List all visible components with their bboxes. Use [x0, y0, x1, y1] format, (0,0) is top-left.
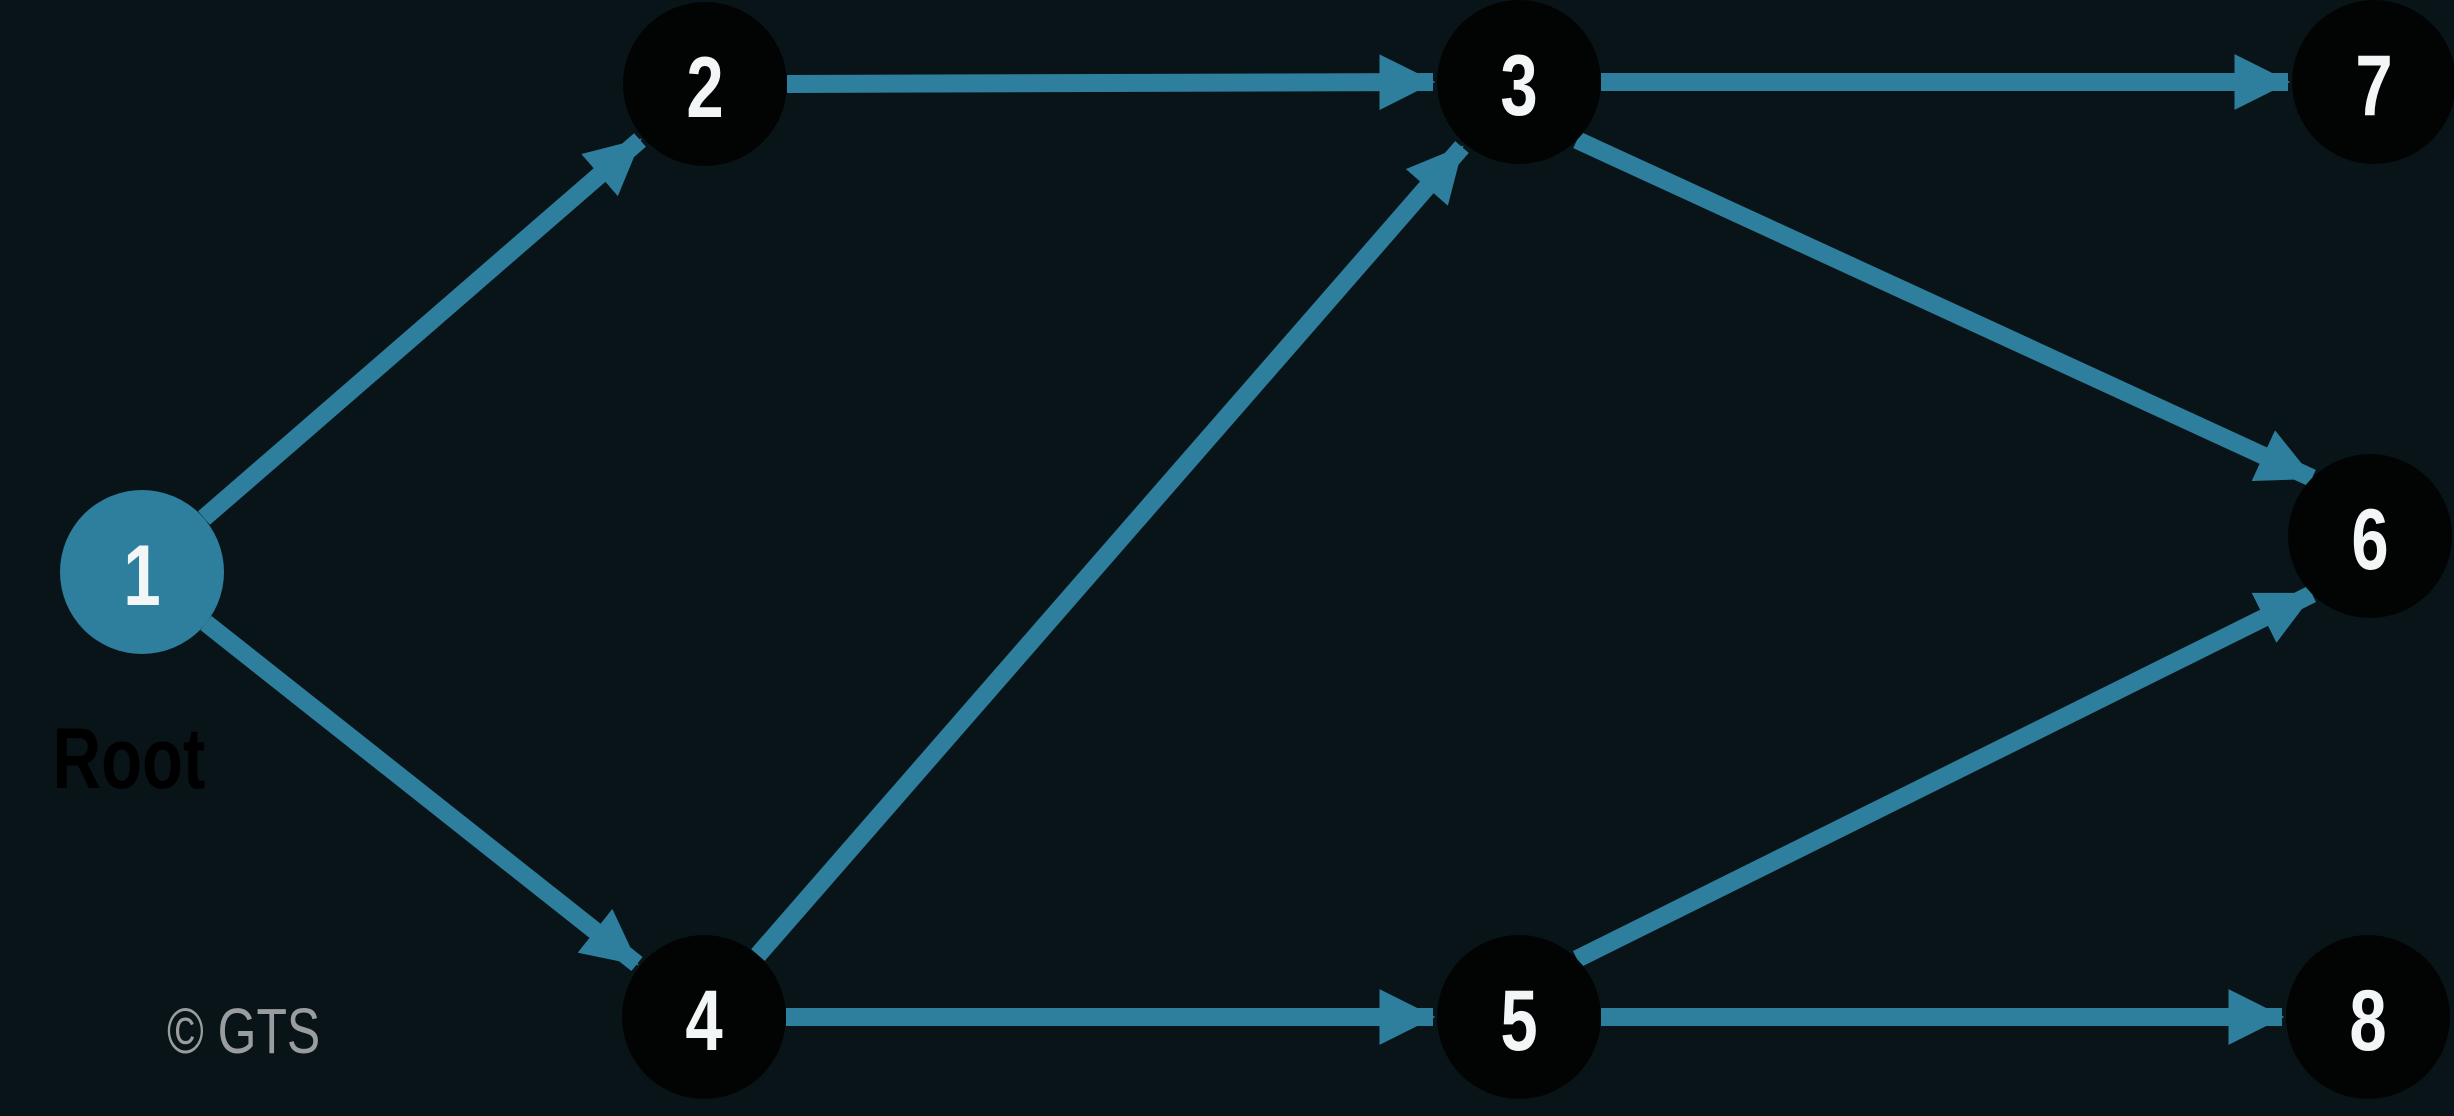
graph-node-4: 4 [622, 935, 786, 1099]
node-label-4: 4 [685, 973, 722, 1069]
watermark: © GTS [167, 996, 320, 1067]
node-label-7: 7 [2355, 38, 2392, 134]
node-layer: 1 2 3 4 5 6 7 8 [60, 0, 2454, 1099]
graph-edge-4-3 [751, 141, 1469, 961]
graph-edge-2-3 [786, 54, 1436, 111]
graph-edge-1-4 [200, 615, 643, 972]
node-circle [2288, 454, 2452, 618]
node-circle [623, 2, 787, 166]
graph-node-5: 5 [1437, 935, 1601, 1099]
root-node-circle [60, 490, 224, 654]
root-label: Root [53, 711, 206, 807]
graph-node-8: 8 [2286, 935, 2450, 1099]
edge-layer [198, 54, 2317, 1045]
node-label-6: 6 [2351, 492, 2388, 588]
node-circle [622, 935, 786, 1099]
node-label-8: 8 [2349, 973, 2386, 1069]
graph-node-6: 6 [2288, 454, 2452, 618]
node-circle [2286, 935, 2450, 1099]
graph-node-1-root: 1 [60, 490, 224, 654]
node-circle [1437, 0, 1601, 164]
node-circle [2292, 0, 2454, 164]
graph-edge-5-6 [1572, 585, 2317, 968]
graph-edge-1-2 [198, 133, 646, 525]
node-label-3: 3 [1500, 38, 1537, 134]
graph-node-7: 7 [2292, 0, 2454, 164]
node-label-2: 2 [686, 40, 723, 136]
node-label-1: 1 [123, 528, 160, 624]
graph-node-3: 3 [1437, 0, 1601, 164]
node-label-5: 5 [1500, 973, 1537, 1069]
graph-node-2: 2 [623, 2, 787, 166]
node-circle [1437, 935, 1601, 1099]
graph-edge-3-6 [1573, 131, 2316, 487]
